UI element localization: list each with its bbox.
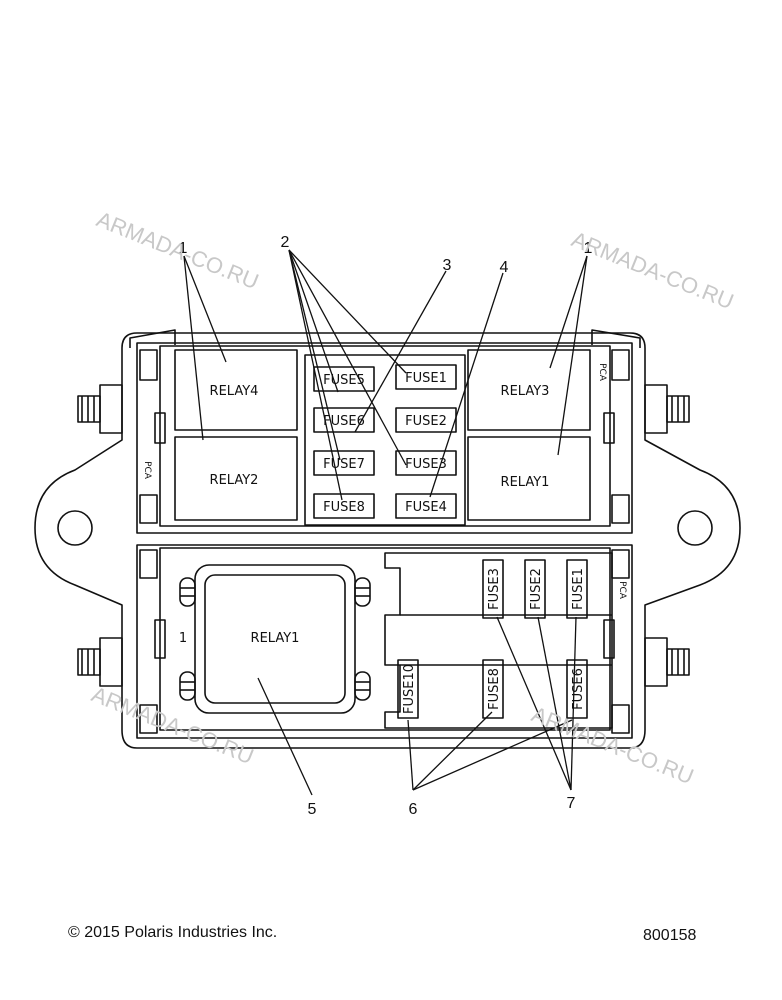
fuse1-label: FUSE1 bbox=[405, 371, 447, 386]
fuse3-lower-body bbox=[482, 559, 504, 619]
right-upper-stud bbox=[644, 384, 690, 434]
callout-3: 3 bbox=[443, 257, 452, 274]
fuse10-lower-body bbox=[397, 659, 419, 719]
callout-4: 4 bbox=[500, 259, 509, 276]
relay-terminal-br bbox=[354, 671, 371, 701]
fuse6-lower-label: FUSE6 bbox=[571, 668, 586, 710]
side-mark-right-upper: PCA bbox=[597, 363, 607, 382]
fuse6-body bbox=[313, 407, 375, 433]
fuse4-label: FUSE4 bbox=[405, 500, 447, 515]
fuse1-body bbox=[395, 364, 457, 390]
fuse3-label: FUSE3 bbox=[405, 457, 447, 472]
fuse2-lower-label: FUSE2 bbox=[529, 568, 544, 610]
fuse7-body bbox=[313, 450, 375, 476]
fuse6-lower-body bbox=[566, 659, 588, 719]
copyright-text: © 2015 Polaris Industries Inc. bbox=[68, 924, 278, 941]
relay1-label: RELAY1 bbox=[501, 475, 550, 490]
upper-module-frame bbox=[136, 342, 633, 534]
watermark-bottom-left: ARMADA-CO.RU bbox=[88, 681, 257, 769]
fuse8-label: FUSE8 bbox=[323, 500, 365, 515]
lower-number-1: 1 bbox=[179, 631, 187, 646]
relay1-large-outer bbox=[194, 564, 356, 714]
leader-lines bbox=[183, 249, 588, 796]
fuse1-lower-label: FUSE1 bbox=[571, 568, 586, 610]
fuse8-lower-label: FUSE8 bbox=[487, 668, 502, 710]
housing-outline bbox=[34, 332, 741, 749]
side-mark-left: PCA bbox=[142, 461, 152, 480]
fuse3-lower-label: FUSE3 bbox=[487, 568, 502, 610]
callout-2: 2 bbox=[281, 234, 290, 251]
fuse1-lower-body bbox=[566, 559, 588, 619]
fuse2-lower-body bbox=[524, 559, 546, 619]
left-mount-hole bbox=[57, 510, 93, 546]
callout-6: 6 bbox=[409, 801, 418, 818]
relay4-label: RELAY4 bbox=[210, 384, 259, 399]
relay1-upper bbox=[467, 436, 591, 521]
lower-module-frame bbox=[136, 544, 633, 739]
fuse3-body bbox=[395, 450, 457, 476]
fuse2-label: FUSE2 bbox=[405, 414, 447, 429]
fuse8-lower-body bbox=[482, 659, 504, 719]
fuse5-body bbox=[313, 366, 375, 392]
relay-terminal-bl bbox=[179, 671, 196, 701]
part-number: 800158 bbox=[643, 927, 697, 944]
callout-5: 5 bbox=[308, 801, 317, 818]
fuse5-label: FUSE5 bbox=[323, 373, 365, 388]
right-mount-hole bbox=[677, 510, 713, 546]
fuse-block bbox=[304, 354, 466, 526]
relay4-upper bbox=[174, 349, 298, 431]
relay-terminal-tl bbox=[179, 577, 196, 607]
callout-1-left: 1 bbox=[179, 240, 188, 257]
watermark-top-right: ARMADA-CO.RU bbox=[568, 226, 737, 314]
relay1-large-inner bbox=[204, 574, 346, 704]
relay3-upper bbox=[467, 349, 591, 431]
callout-7: 7 bbox=[567, 795, 576, 812]
relay3-label: RELAY3 bbox=[501, 384, 550, 399]
right-lower-stud bbox=[644, 637, 690, 687]
callout-1-right: 1 bbox=[584, 240, 593, 257]
side-mark-right-lower: PCA bbox=[617, 581, 627, 600]
fuse4-body bbox=[395, 493, 457, 519]
relay-terminal-tr bbox=[354, 577, 371, 607]
left-lower-stud bbox=[77, 637, 123, 687]
relay1-large-label: RELAY1 bbox=[251, 631, 300, 646]
fuse6-label: FUSE6 bbox=[323, 414, 365, 429]
relay2-upper bbox=[174, 436, 298, 521]
fuse7-label: FUSE7 bbox=[323, 457, 365, 472]
fuse10-lower-label: FUSE10 bbox=[402, 664, 417, 714]
fuse8-body bbox=[313, 493, 375, 519]
left-upper-stud bbox=[77, 384, 123, 434]
watermark-top-left: ARMADA-CO.RU bbox=[93, 206, 262, 294]
relay2-label: RELAY2 bbox=[210, 473, 259, 488]
fuse2-body bbox=[395, 407, 457, 433]
